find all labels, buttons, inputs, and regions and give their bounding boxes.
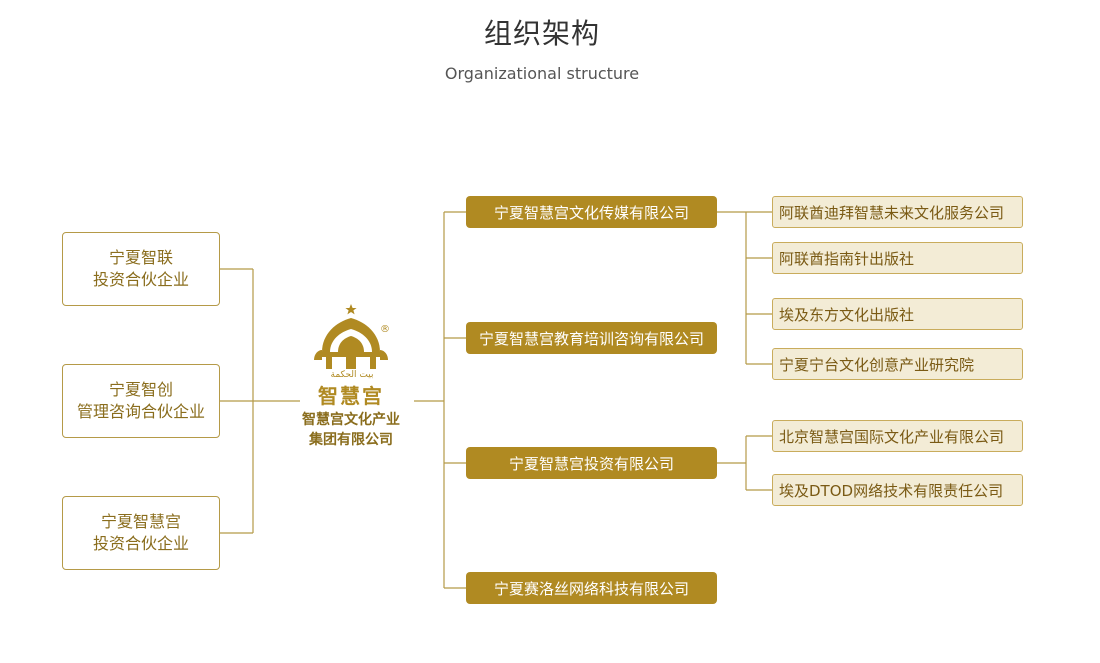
shareholder-line1: 宁夏智创 — [108, 380, 173, 399]
shareholder-line2: 投资合伙企业 — [92, 534, 189, 553]
group-logo-icon — [314, 304, 388, 369]
affiliate-box-5: 北京智慧宫国际文化产业有限公司 — [772, 420, 1023, 452]
affiliate-box-6: 埃及DTOD网络技术有限责任公司 — [772, 474, 1023, 506]
shareholder-line2: 投资合伙企业 — [92, 270, 189, 289]
shareholder-line1: 宁夏智慧宫 — [100, 512, 181, 531]
shareholder-line2: 管理咨询合伙企业 — [76, 402, 205, 421]
subsidiary-box-2: 宁夏智慧宫教育培训咨询有限公司 — [466, 322, 717, 354]
affiliate-box-4: 宁夏宁台文化创意产业研究院 — [772, 348, 1023, 380]
group-name-line2: 集团有限公司 — [309, 432, 393, 448]
shareholder-box-1: 宁夏智联 投资合伙企业 — [62, 232, 220, 306]
subsidiary-box-4: 宁夏赛洛丝网络科技有限公司 — [466, 572, 717, 604]
shareholder-box-2: 宁夏智创 管理咨询合伙企业 — [62, 364, 220, 438]
subsidiary-box-1: 宁夏智慧宫文化传媒有限公司 — [466, 196, 717, 228]
logo-arabic-text: بيت الحكمة — [330, 370, 374, 380]
shareholder-box-3: 宁夏智慧宫 投资合伙企业 — [62, 496, 220, 570]
page-subtitle: Organizational structure — [444, 64, 640, 83]
group-name-line1: 智慧宫文化产业 — [302, 412, 400, 428]
shareholder-line1: 宁夏智联 — [108, 248, 173, 267]
logo-chinese-text: 智慧宫 — [318, 384, 384, 408]
affiliate-box-2: 阿联酋指南针出版社 — [772, 242, 1023, 274]
page-title: 组织架构 — [483, 17, 600, 50]
group-name: 智慧宫文化产业 集团有限公司 — [296, 410, 406, 450]
group-center-node: ® بيت الحكمة 智慧宫 智慧宫文化产业 集团有限公司 — [296, 300, 406, 455]
affiliate-box-1: 阿联酋迪拜智慧未来文化服务公司 — [772, 196, 1023, 228]
registered-mark: ® — [380, 324, 390, 335]
subsidiary-box-3: 宁夏智慧宫投资有限公司 — [466, 447, 717, 479]
affiliate-box-3: 埃及东方文化出版社 — [772, 298, 1023, 330]
